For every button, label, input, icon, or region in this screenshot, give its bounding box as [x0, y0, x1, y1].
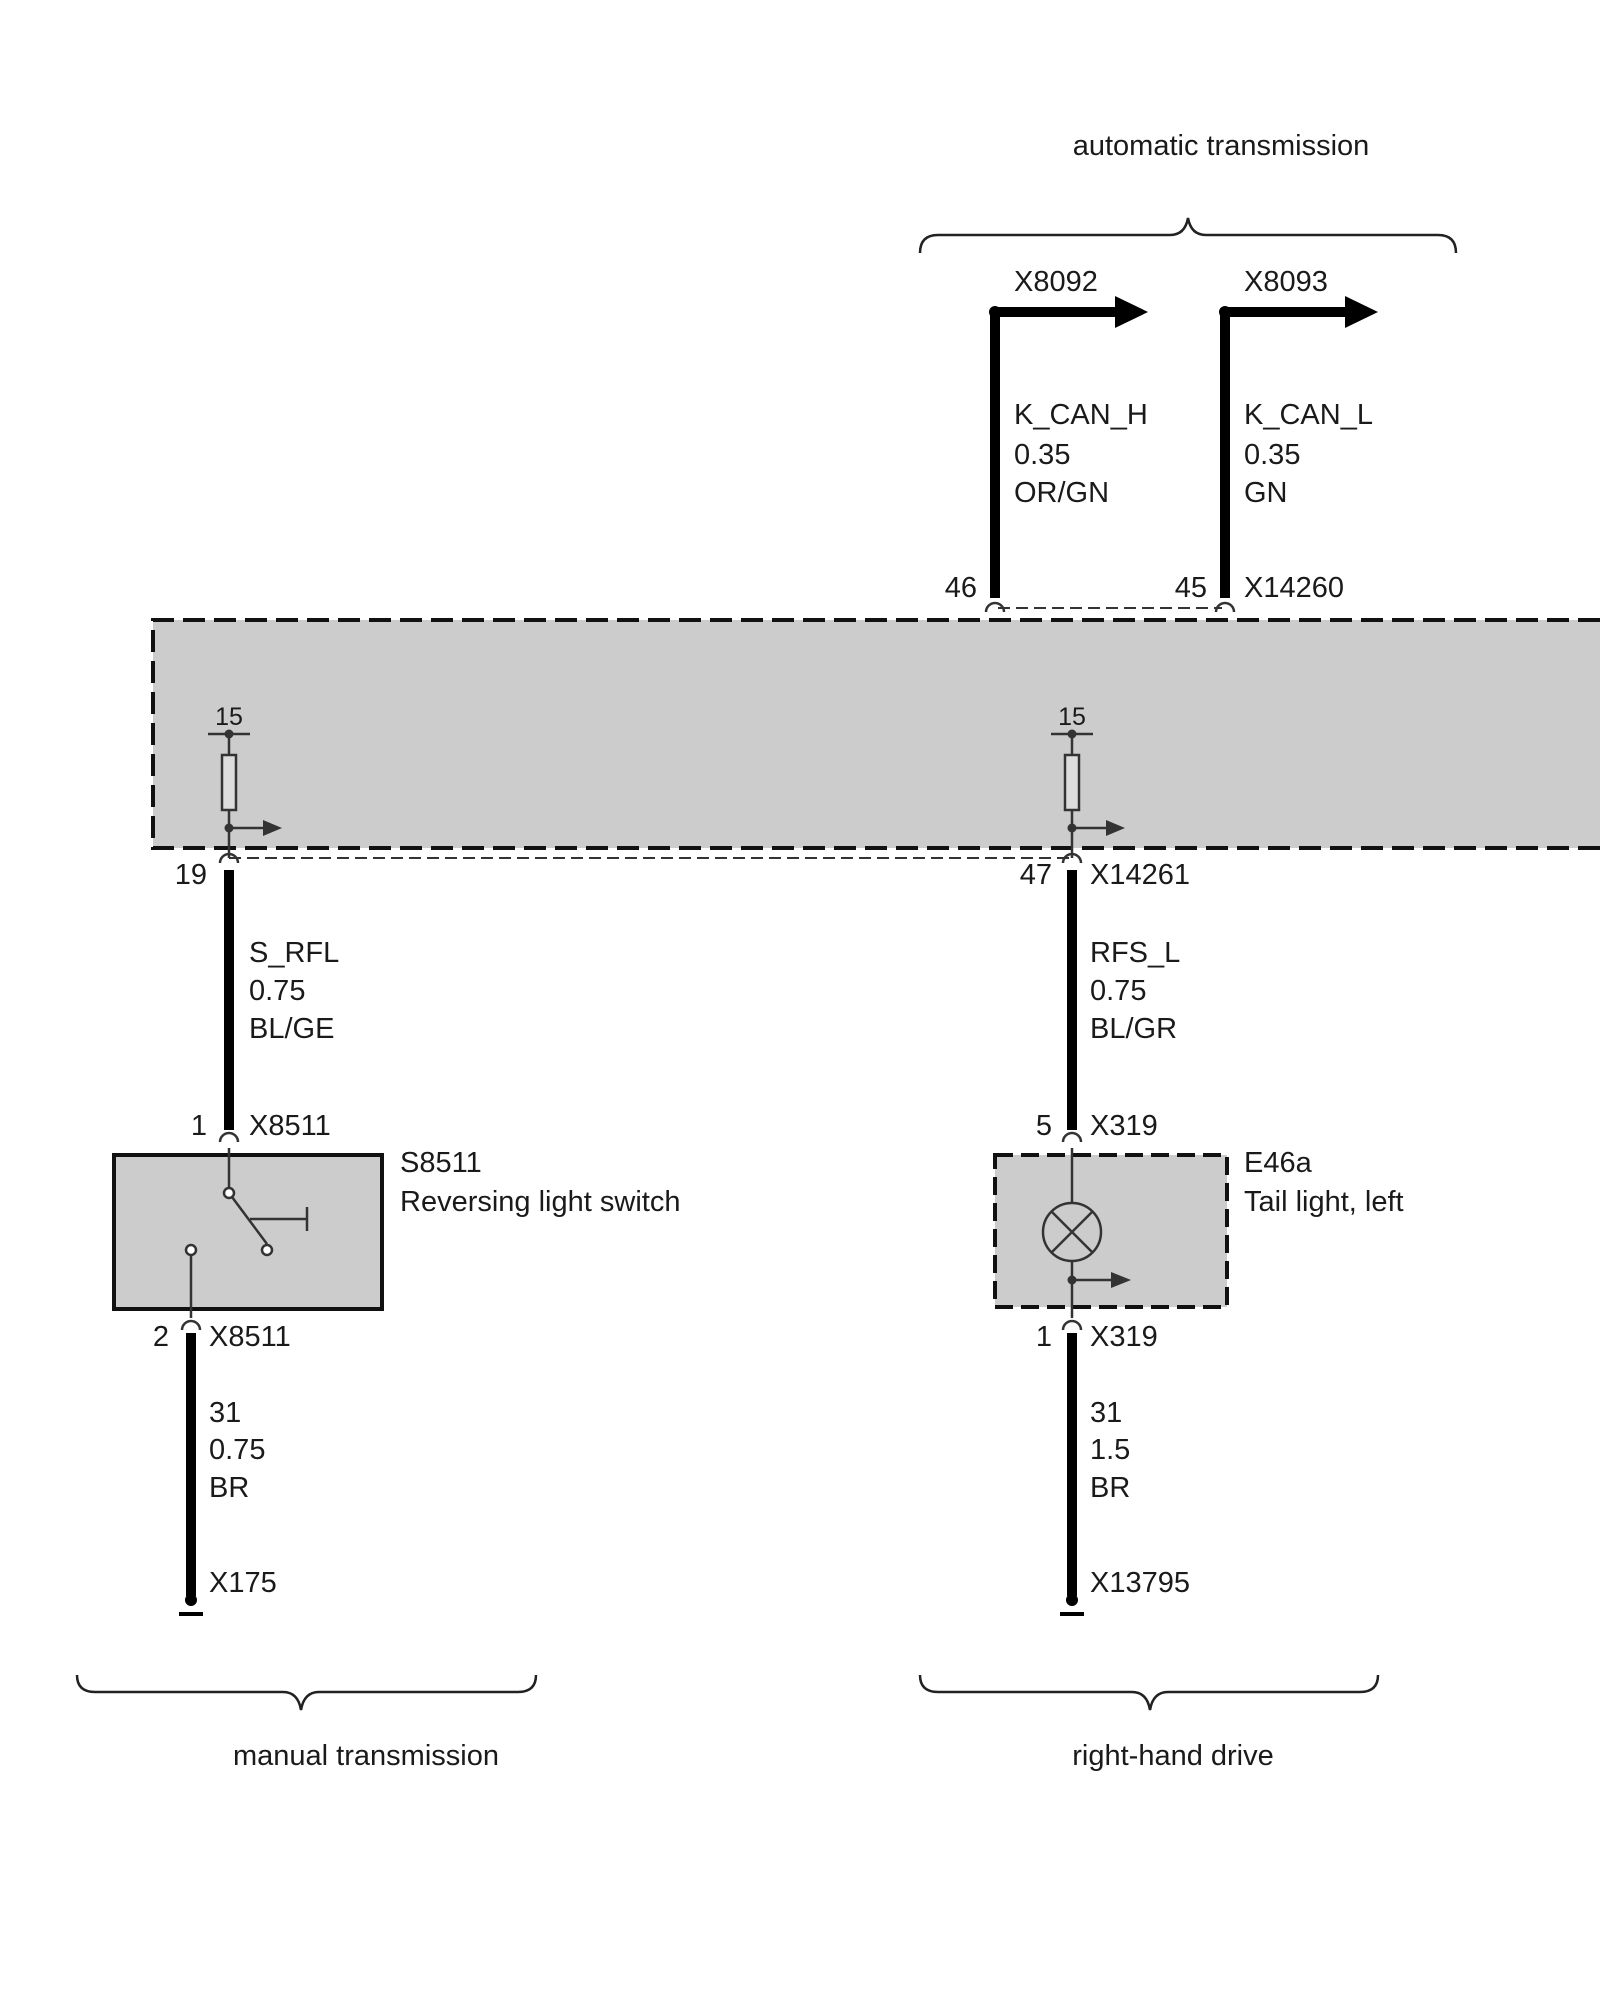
- taillight-id: E46a: [1244, 1147, 1313, 1179]
- reversing-light-switch-box: [112, 1153, 384, 1311]
- wire-k-can-l-color: GN: [1244, 477, 1288, 509]
- pin-socket-light-5: [1061, 1131, 1083, 1143]
- connector-x14260: X14260: [1244, 572, 1344, 604]
- lamp-output-arrow: [1111, 1272, 1131, 1288]
- control-module-box: [151, 618, 1600, 850]
- wire-ground-right-size: 1.5: [1090, 1434, 1130, 1466]
- connector-x175: X175: [209, 1567, 277, 1599]
- wire-ground-left-color: BR: [209, 1472, 249, 1504]
- wire-s-rfl-size: 0.75: [249, 975, 305, 1007]
- group-label-automatic: automatic transmission: [1073, 130, 1370, 162]
- wire-ground-right-signal: 31: [1090, 1397, 1122, 1429]
- wire-rfs-l-color: BL/GR: [1090, 1013, 1177, 1045]
- switch-name: Reversing light switch: [400, 1186, 680, 1218]
- group-label-rhd: right-hand drive: [1072, 1740, 1274, 1772]
- terminal-15-right: 15: [1058, 703, 1086, 731]
- ground-dot-x13795: [1066, 1594, 1078, 1606]
- arrow-head-x8092: [1115, 296, 1148, 328]
- pin-45: 45: [1175, 572, 1207, 604]
- arrow-head-x8093: [1345, 296, 1378, 328]
- pin-light-5: 5: [1036, 1110, 1052, 1142]
- pin-socket-19: [218, 852, 240, 864]
- taillight-name: Tail light, left: [1244, 1186, 1404, 1218]
- brace-automatic: [918, 217, 1458, 254]
- pin-switch-2: 2: [153, 1321, 169, 1353]
- brace-rhd: [918, 1674, 1380, 1711]
- pin-light-1: 1: [1036, 1321, 1052, 1353]
- pin-46: 46: [945, 572, 977, 604]
- pin-47: 47: [1020, 859, 1052, 891]
- connector-x8511-top: X8511: [249, 1110, 331, 1142]
- group-label-manual: manual transmission: [233, 1740, 499, 1772]
- brace-manual: [75, 1674, 538, 1711]
- wire-rfs-l-signal: RFS_L: [1090, 937, 1180, 969]
- wire-ground-left-size: 0.75: [209, 1434, 265, 1466]
- connector-x8093: X8093: [1244, 266, 1328, 298]
- wire-k-can-h-color: OR/GN: [1014, 477, 1109, 509]
- connector-x13795: X13795: [1090, 1567, 1190, 1599]
- wire-ground-right-color: BR: [1090, 1472, 1130, 1504]
- lamp-cross-b: [1050, 1210, 1094, 1254]
- switch-contact-open: [260, 1243, 274, 1257]
- pin-socket-switch-1: [218, 1131, 240, 1143]
- resistor-right: [1063, 753, 1081, 812]
- wire-rfs-l-size: 0.75: [1090, 975, 1146, 1007]
- switch-id: S8511: [400, 1147, 482, 1179]
- pin-socket-switch-2: [180, 1319, 202, 1331]
- pin-switch-1: 1: [191, 1110, 207, 1142]
- wire-k-can-h-signal: K_CAN_H: [1014, 399, 1148, 431]
- output-arrow-left: [263, 820, 282, 836]
- wire-k-can-h-size: 0.35: [1014, 439, 1070, 471]
- pin-socket-light-1: [1061, 1319, 1083, 1331]
- switch-blade: [230, 1196, 269, 1245]
- terminal-15-left: 15: [215, 703, 243, 731]
- wire-s-rfl-signal: S_RFL: [249, 937, 339, 969]
- wire-k-can-l-signal: K_CAN_L: [1244, 399, 1373, 431]
- connector-x14261: X14261: [1090, 859, 1190, 891]
- output-arrow-right: [1106, 820, 1125, 836]
- switch-contact-top: [222, 1186, 236, 1200]
- wire-ground-left-signal: 31: [209, 1397, 241, 1429]
- wire-s-rfl-color: BL/GE: [249, 1013, 334, 1045]
- switch-contact-bottom: [184, 1243, 198, 1257]
- resistor-left: [220, 753, 238, 812]
- connector-x8511-bottom: X8511: [209, 1321, 291, 1353]
- connector-x319-bottom: X319: [1090, 1321, 1158, 1353]
- wire-k-can-l-size: 0.35: [1244, 439, 1300, 471]
- connector-x8092: X8092: [1014, 266, 1098, 298]
- ground-dot-x175: [185, 1594, 197, 1606]
- pin-socket-47: [1061, 852, 1083, 864]
- connector-x319-top: X319: [1090, 1110, 1158, 1142]
- pin-19: 19: [175, 859, 207, 891]
